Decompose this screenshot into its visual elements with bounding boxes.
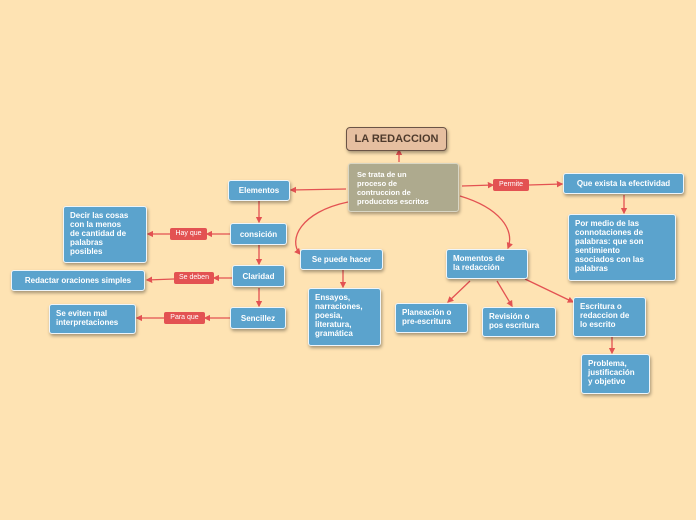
node-momentos[interactable]: Momentos de la redacción bbox=[446, 249, 528, 279]
node-connotaciones[interactable]: Por medio de las connotaciones de palabr… bbox=[568, 214, 676, 281]
link-desc-momentos bbox=[459, 195, 513, 250]
description-node[interactable]: Se trata de un proceso de contruccion de… bbox=[348, 163, 459, 212]
root-node[interactable]: LA REDACCION bbox=[346, 127, 447, 151]
node-eviten[interactable]: Se eviten mal interpretaciones bbox=[49, 304, 136, 334]
label-para-que: Para que bbox=[164, 312, 205, 324]
link-momentos-planeacion bbox=[447, 280, 471, 303]
node-planeacion[interactable]: Planeación o pre-escritura bbox=[395, 303, 468, 333]
node-se-puede-hacer[interactable]: Se puede hacer bbox=[300, 249, 383, 270]
label-se-deben: Se deben bbox=[174, 272, 214, 284]
node-revision[interactable]: Revisión o pos escritura bbox=[482, 307, 556, 337]
node-redactar[interactable]: Redactar oraciones simples bbox=[11, 270, 145, 291]
node-decir-cosas[interactable]: Decir las cosas con la menos de cantidad… bbox=[63, 206, 147, 263]
link-momentos-revision bbox=[496, 280, 513, 308]
node-claridad[interactable]: Claridad bbox=[232, 265, 285, 287]
label-hay-que: Hay que bbox=[170, 228, 207, 240]
link-momentos-escritura bbox=[524, 278, 575, 303]
node-efectividad[interactable]: Que exista la efectividad bbox=[563, 173, 684, 194]
node-problema[interactable]: Problema, justificación y objetivo bbox=[581, 354, 650, 394]
link-sedeben-redactar bbox=[145, 276, 175, 284]
link-desc-permite bbox=[461, 181, 495, 189]
node-sencillez[interactable]: Sencillez bbox=[230, 307, 286, 329]
node-consicion[interactable]: consición bbox=[230, 223, 287, 245]
node-escritura[interactable]: Escritura o redaccion de lo escrito bbox=[573, 297, 646, 337]
link-desc-sepuedehacer bbox=[294, 201, 349, 255]
label-permite: Permite bbox=[493, 179, 529, 191]
link-permite-efectividad bbox=[528, 180, 564, 188]
node-elementos[interactable]: Elementos bbox=[228, 180, 290, 201]
link-desc-elementos bbox=[289, 186, 347, 194]
node-ensayos[interactable]: Ensayos, narraciones, poesia, literatura… bbox=[308, 288, 381, 346]
